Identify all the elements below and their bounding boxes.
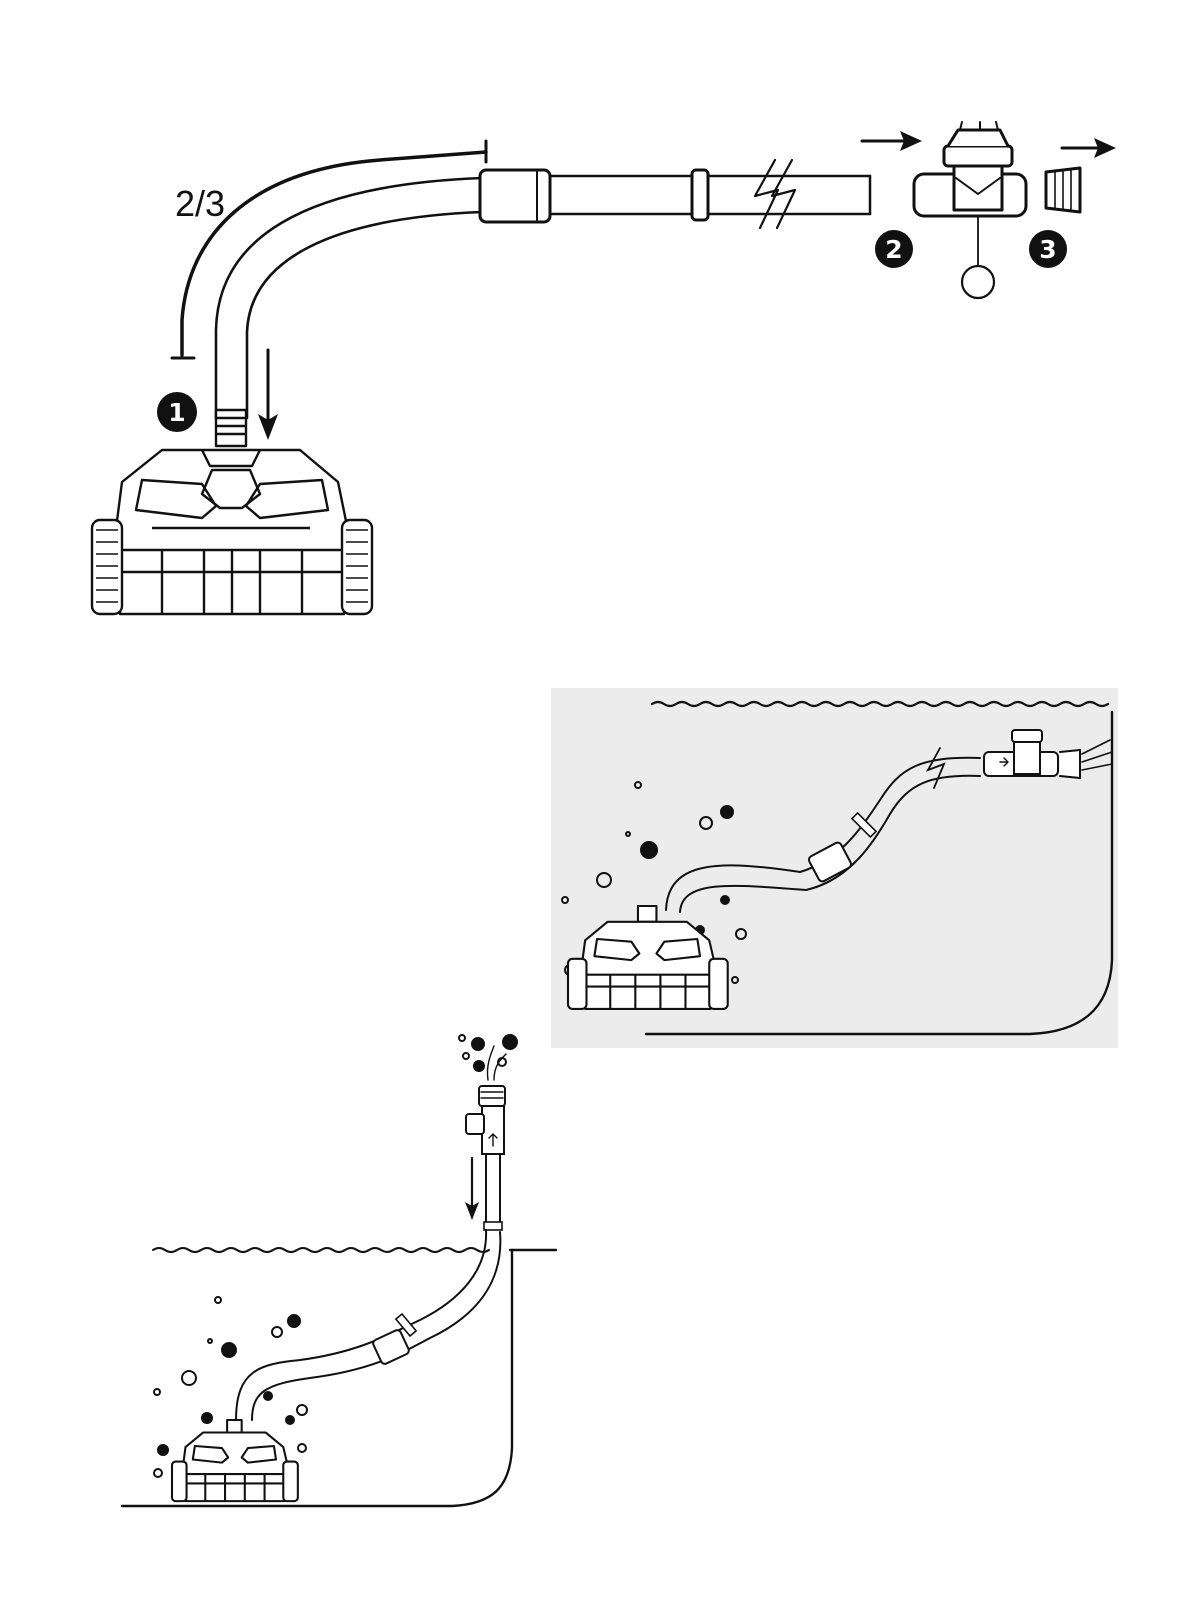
hose-coupling [480,170,550,222]
hose-bottom [236,1230,486,1420]
water-jet [459,1035,517,1080]
hose-nozzle [479,1086,505,1106]
step-marker-2-number: 2 [885,235,902,264]
step-marker-3: 3 [1029,230,1067,268]
hose-ring [692,170,708,220]
step-marker-1-number: 1 [168,398,185,427]
water-surface-bottom [153,1248,489,1252]
step-marker-2: 2 [875,230,913,268]
pool-scene-right [551,688,1118,1048]
hose-coupling-bottom [372,1329,410,1365]
pool-cleaner-robot-bottom [172,1420,298,1501]
length-label: 2/3 [175,183,225,224]
valve-bottom [482,1106,504,1154]
step-marker-1: 1 [157,392,197,432]
step-marker-3-number: 3 [1039,235,1056,264]
pool-cleaner-robot [92,410,372,614]
measurement-arc [182,152,486,355]
flow-regulator-valve [914,122,1026,298]
top-assembly [172,122,1116,440]
hose-break-symbol [755,160,778,228]
pool-scene-bottom [122,1035,556,1506]
